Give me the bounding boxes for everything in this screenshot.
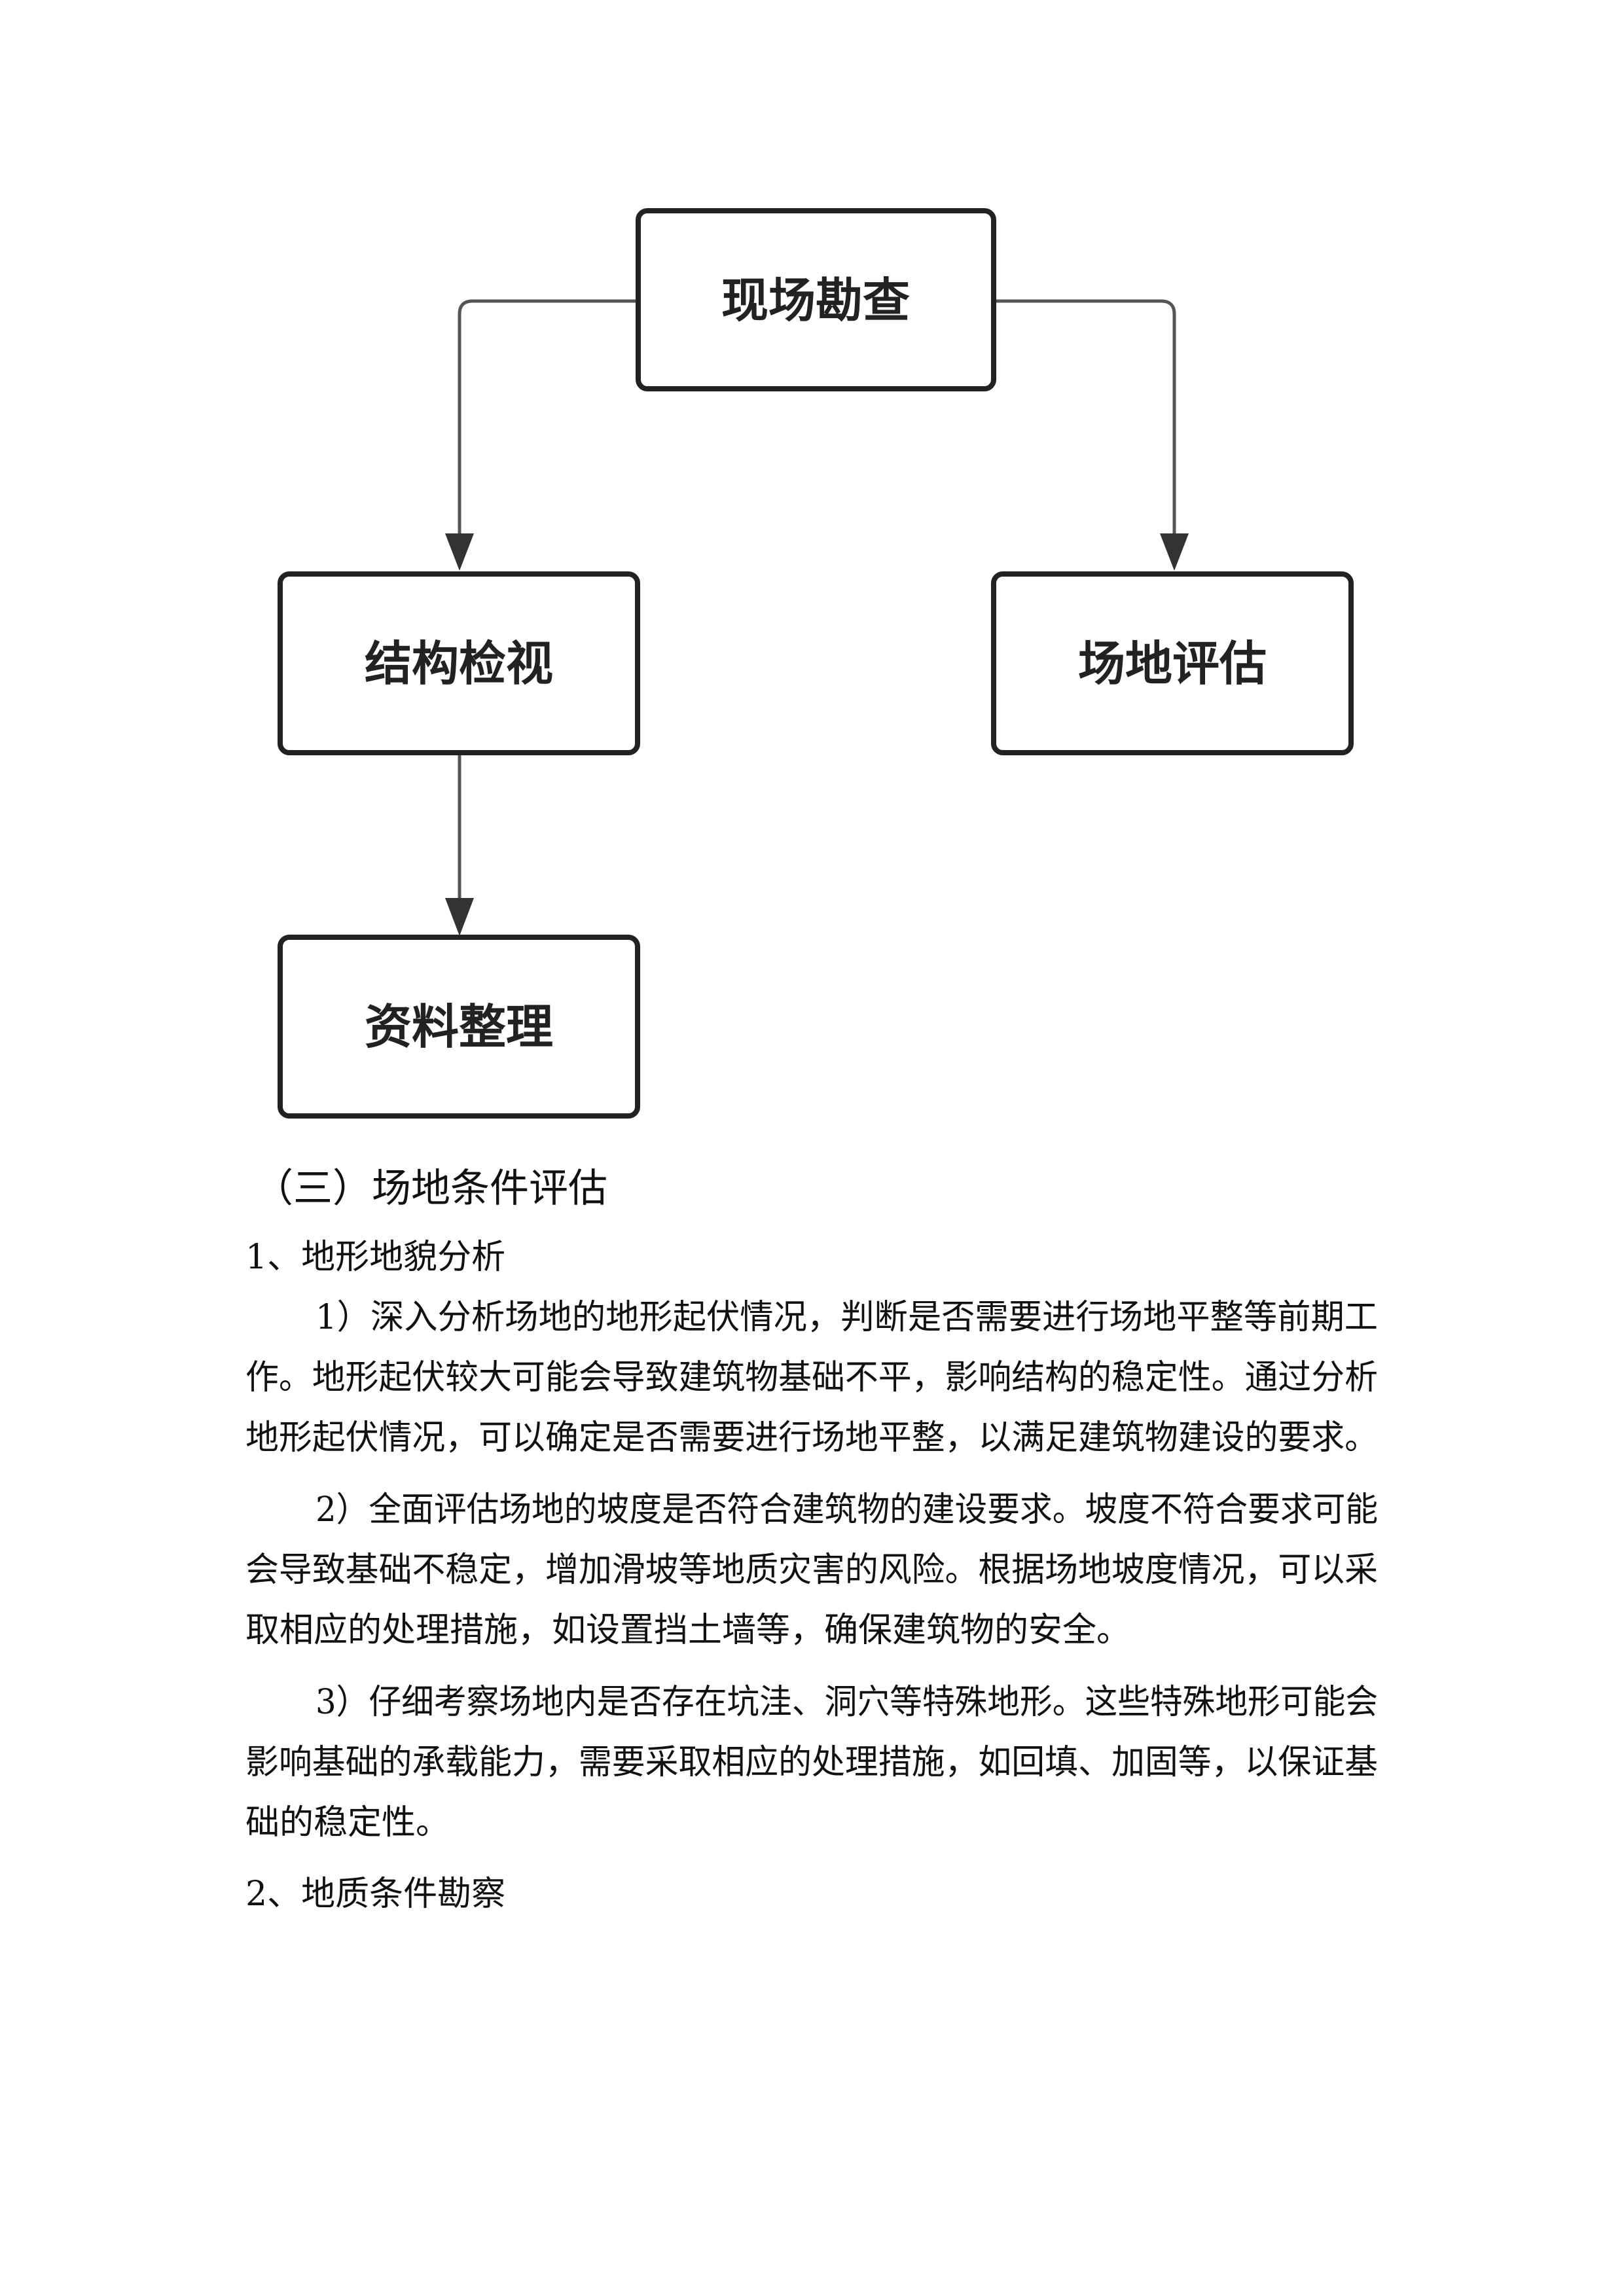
node-data-organization: 资料整理 — [278, 935, 640, 1119]
section-title: （三）场地条件评估 — [254, 1166, 607, 1211]
node-site-assessment: 场地评估 — [991, 571, 1354, 755]
paragraph-line: 会导致基础不稳定，增加滑坡等地质灾害的风险。根据场地坡度情况，可以采 — [245, 1551, 1379, 1590]
paragraph-line: 取相应的处理措施，如设置挡土墙等，确保建筑物的安全。 — [245, 1611, 1131, 1650]
paragraph-line: 3）仔细考察场地内是否存在坑洼、洞穴等特殊地形。这些特殊地形可能会 — [316, 1683, 1379, 1722]
subsection-heading-geology: 2、地质条件勘察 — [245, 1874, 506, 1914]
node-structure-inspection: 结构检视 — [278, 571, 640, 755]
node-data-organization-label: 资料整理 — [365, 999, 553, 1054]
arrowhead-structure — [445, 533, 474, 571]
paragraph-line: 作。地形起伏较大可能会导致建筑物基础不平，影响结构的稳定性。通过分析 — [245, 1358, 1379, 1397]
connector-survey-to-site — [994, 299, 1176, 543]
node-site-assessment-label: 场地评估 — [1078, 636, 1267, 691]
paragraph-line: 影响基础的承载能力，需要采取相应的处理措施，如回填、加固等，以保证基 — [245, 1743, 1379, 1782]
paragraph-line: 地形起伏情况，可以确定是否需要进行场地平整，以满足建筑物建设的要求。 — [245, 1418, 1379, 1458]
arrowhead-site — [1160, 533, 1189, 571]
subsection-heading-terrain: 1、地形地貌分析 — [245, 1238, 506, 1277]
paragraph-line: 1）深入分析场地的地形起伏情况，判断是否需要进行场地平整等前期工 — [316, 1298, 1379, 1337]
node-site-survey-label: 现场勘查 — [721, 273, 910, 328]
node-structure-inspection-label: 结构检视 — [365, 636, 553, 691]
node-site-survey: 现场勘查 — [636, 208, 996, 391]
flowchart-diagram: 现场勘查 结构检视 场地评估 资料整理 — [278, 208, 1354, 1119]
arrowhead-data — [445, 898, 474, 936]
connector-survey-to-structure — [458, 299, 638, 543]
paragraph-line: 2）全面评估场地的坡度是否符合建筑物的建设要求。坡度不符合要求可能 — [316, 1490, 1379, 1530]
paragraph-line: 础的稳定性。 — [245, 1803, 450, 1842]
